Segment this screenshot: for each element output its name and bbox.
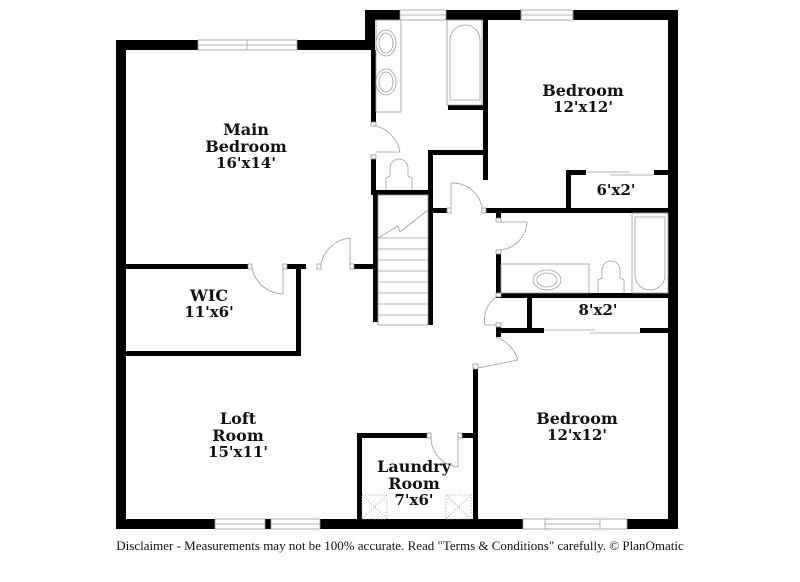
room-name: Bedroom — [536, 409, 618, 428]
disclaimer-text: Disclaimer - Measurements may not be 100… — [116, 538, 684, 553]
room-dimensions: 12'x12' — [553, 98, 613, 116]
room-label-main-bedroom: Main Bedroom 16'x14' — [205, 121, 287, 172]
room-name: Main — [223, 120, 269, 139]
room-name: Loft — [219, 409, 257, 428]
room-label-bedroom-top-right: Bedroom 12'x12' — [542, 82, 624, 116]
room-label-loft-room: Loft Room 15'x11' — [208, 410, 268, 461]
room-dimensions: 7'x6' — [394, 491, 434, 509]
room-label-wic: WIC 11'x6' — [184, 287, 233, 321]
room-name: WIC — [189, 286, 229, 305]
room-name: Laundry — [377, 457, 451, 476]
room-label-bedroom-bottom-right: Bedroom 12'x12' — [536, 410, 618, 444]
room-dimensions: 16'x14' — [216, 154, 276, 172]
exterior-walls — [116, 10, 678, 529]
room-label-closet-8x2: 8'x2' — [578, 301, 618, 319]
interior-walls — [126, 20, 678, 519]
room-label-closet-6x2: 6'x2' — [596, 181, 636, 199]
room-label-laundry-room: Laundry Room 7'x6' — [377, 458, 451, 509]
room-dimensions: 15'x11' — [208, 443, 268, 461]
room-dimensions: 12'x12' — [547, 426, 607, 444]
windows — [197, 9, 628, 530]
room-name: Room — [212, 426, 264, 445]
doors — [247, 121, 654, 468]
room-name: Room — [388, 474, 440, 493]
room-name: Bedroom — [205, 137, 287, 156]
staircase — [377, 194, 429, 326]
room-dimensions: 11'x6' — [184, 303, 234, 321]
fixtures — [361, 19, 669, 520]
room-name: Bedroom — [542, 81, 624, 100]
